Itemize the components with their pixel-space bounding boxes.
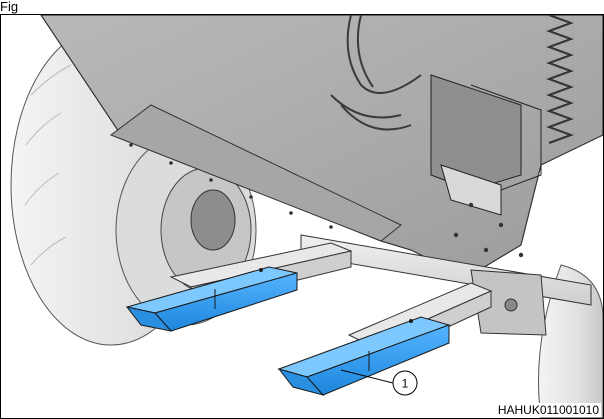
callout-1: 1	[340, 369, 418, 396]
image-code: HAHUK011001010	[495, 403, 601, 417]
illustration-svg: 1	[10, 15, 603, 418]
figure-label: Fig	[0, 0, 19, 14]
technical-illustration: 1 HAHUK011001010	[0, 14, 604, 419]
spring	[546, 15, 574, 144]
machine-body-panel	[40, 15, 603, 276]
callout-1-number: 1	[402, 377, 409, 391]
left-support-block	[125, 266, 298, 332]
hydraulic-hoses	[330, 15, 422, 131]
right-support-block	[277, 316, 451, 396]
